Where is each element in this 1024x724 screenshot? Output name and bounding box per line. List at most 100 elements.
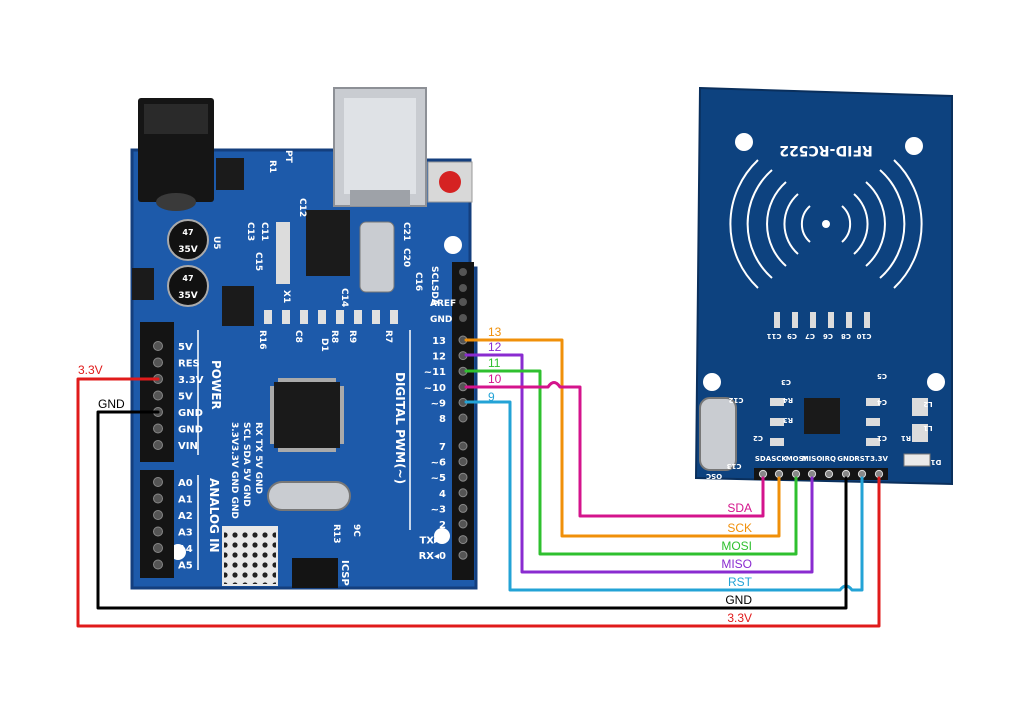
label-sda-right: SDA [727,501,752,515]
silk-label-d1: D1 [319,338,329,352]
rfid-silk-label: C5 [877,372,887,380]
label-33v-right: 3.3V [727,611,752,625]
digital-pin [458,503,468,513]
rfid-pin-label: SDA [755,455,772,463]
wire-miso-12 [464,353,814,574]
rfid-silk-label: OSC [706,472,722,480]
power-header-label: POWER [209,360,223,410]
rfid-silk-label: C1 [877,434,887,442]
rfid-silk-label: C10 [856,332,871,340]
mount-hole [434,528,450,544]
analog-pin-a2 [153,510,163,520]
svg-text:47: 47 [182,274,193,283]
silk-label-c8: C8 [293,330,303,343]
rfid-silk-label: L1 [923,424,932,432]
digital-pin-label: ~5 [431,473,446,484]
digital-pin-label: TX▸1 [419,536,446,547]
label-gnd-right: GND [725,593,752,607]
rfid-silk-label: C12 [728,396,743,404]
rfid-led [903,453,931,467]
usb-controller-chip [306,210,350,276]
gnd-top-label: GND [430,315,452,325]
rfid-title: RFID-RC522 [779,142,873,158]
bottom-small-headers: ICSP RX TX 5V GND SCL SDA 5V GND 3.3V3.3… [222,422,350,588]
wire-3v3 [76,377,881,628]
power-pin-5v [153,390,163,401]
digital-pin-label: ~3 [431,504,446,515]
digital-pin-label: RX◂0 [419,551,446,562]
label-pin-12: 12 [488,340,502,354]
digital-pin-label: 7 [439,442,446,453]
silk-label-c12: C12 [297,198,307,217]
rfid-silk-label: L2 [923,400,932,408]
wire-mosi-11 [464,369,798,556]
wire-sck-13 [464,338,781,538]
diode [132,268,154,300]
bottom-label-row2: SCL SDA 5V GND [241,422,251,507]
power-pin-label: RES [178,359,200,370]
mount-hole [444,236,462,254]
scl-sda-label: SCLSDA [429,266,439,306]
power-pin-vin [153,440,163,450]
antenna-symbol [729,159,923,289]
rfid-silk-label: C2 [753,434,763,442]
resistor-row [264,310,398,324]
power-pin-label: 5V [178,392,193,403]
label-pin-11: 11 [488,356,501,370]
digital-pin-label: ~6 [431,458,446,469]
silk-label-r16: R16 [257,330,267,349]
digital-pin-label: 4 [439,489,446,500]
power-pin-res [153,357,163,368]
silk-label-9c: 9C [351,524,361,537]
atmega-chip [270,378,344,452]
wire-sda-10 [464,381,765,518]
analog-pin-label: A0 [178,478,193,489]
rfid-silk-label: C11 [766,332,781,340]
label-gnd-left: GND [98,397,125,411]
digital-header-label: DIGITAL PWM(~) [393,372,407,484]
rfid-pin-label: MISO [802,455,823,463]
rfid-pin-label: IRQ [822,455,836,463]
rfid-silk-label: C6 [823,332,833,340]
digital-pin [458,550,468,560]
rfid-silk-label: D1 [931,458,942,466]
silk-label-pt: PT [283,150,293,164]
rfid-pin-label: SCK [771,455,787,463]
power-pin-label: GND [178,408,203,419]
power-pin-label: 5V [178,342,193,353]
icsp-label: ICSP [339,560,350,586]
mfrc522-chip [804,398,840,434]
digital-pin [458,441,468,451]
digital-pin [458,535,468,545]
silk-label-c15: C15 [253,252,263,271]
silk-label-u5: U5 [211,236,221,250]
wire-gnd [96,410,848,610]
silk-label-c13: C13 [245,222,255,241]
dc-barrel-jack [138,98,214,211]
analog-pin-label: A3 [178,528,193,539]
silk-label-r9: R9 [347,330,357,343]
rfid-silk-label: R3 [783,416,793,424]
analog-pin-a5 [153,559,163,570]
power-pin-5v [153,341,163,351]
rfid-silk-label: C3 [781,378,791,386]
mount-hole [927,373,945,391]
digital-pin-label: ~10 [424,383,446,394]
silk-label-c11: C11 [259,222,269,241]
digital-pin [458,472,468,482]
small-header [276,222,290,284]
digital-pin [458,413,468,423]
analog-pin-a1 [153,493,163,504]
crystal-16mhz [359,221,395,293]
power-pin-label: GND [178,425,203,436]
silk-label-r8: R8 [329,330,339,343]
rfid-silk-label: C4 [877,398,887,406]
analog-pin-label: A2 [178,511,193,522]
svg-text:35V: 35V [178,245,198,255]
digital-pin-label: 8 [439,414,446,425]
capacitor-2: 47 35V [167,265,209,307]
power-pin-label: 3.3V [178,375,204,386]
